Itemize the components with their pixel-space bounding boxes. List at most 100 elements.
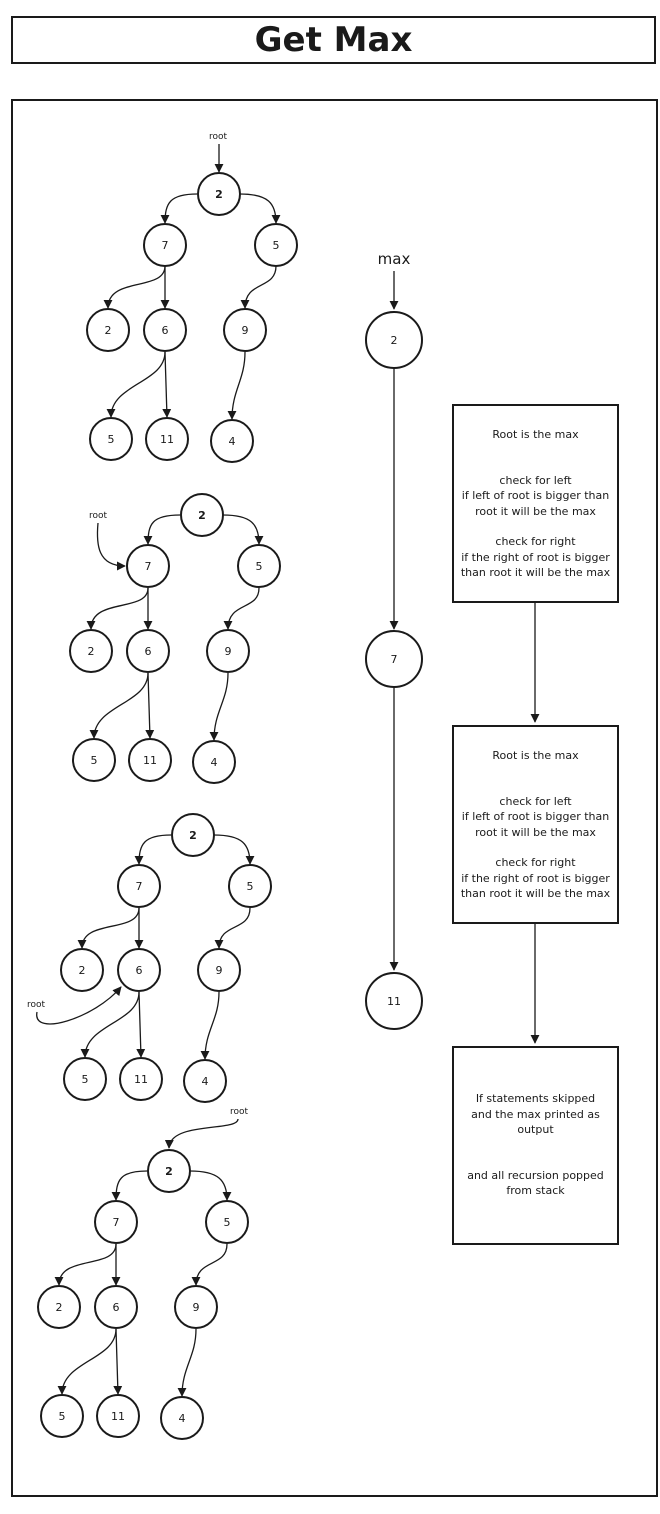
node-label: 2 — [88, 645, 95, 658]
edge — [136, 991, 146, 1058]
node-label: 11 — [134, 1073, 148, 1086]
tree-node — [117, 864, 161, 908]
node-label: 4 — [211, 756, 218, 769]
tree-node — [63, 1057, 107, 1101]
edge — [227, 351, 246, 420]
tree-node — [174, 1285, 218, 1329]
edge — [106, 351, 166, 418]
note-box-2: Root is the max check for left if left o… — [452, 725, 619, 924]
node-label: 6 — [145, 645, 152, 658]
tree-node — [86, 308, 130, 352]
note-line: if the right of root is bigger — [461, 871, 610, 885]
edge — [162, 351, 172, 418]
tree-node — [60, 948, 104, 992]
node-label: 5 — [273, 239, 280, 252]
tree-node — [197, 948, 241, 992]
edge — [240, 265, 277, 309]
note-line: check for right — [495, 856, 576, 869]
root-label: root — [230, 1107, 249, 1117]
max-label: max — [378, 250, 411, 268]
tree-4: root 2 7 5 2 6 9 5 11 4 — [37, 1107, 249, 1440]
node-label: 5 — [82, 1073, 89, 1086]
tree-node — [160, 1396, 204, 1440]
edge — [111, 1170, 148, 1201]
node-label: 9 — [193, 1301, 200, 1314]
tree-node — [223, 308, 267, 352]
edge — [77, 907, 140, 949]
tree-node — [69, 629, 113, 673]
note-line: than root it will be the max — [460, 887, 611, 900]
max-node-label: 2 — [391, 334, 398, 347]
tree-node — [205, 1200, 249, 1244]
edge — [89, 672, 149, 739]
tree-node — [117, 948, 161, 992]
tree-node — [143, 223, 187, 267]
edge — [113, 1328, 123, 1395]
edge — [160, 193, 198, 224]
node-label: 7 — [113, 1216, 120, 1229]
tree-node — [210, 419, 254, 463]
tree-node — [89, 417, 133, 461]
edge — [209, 672, 229, 741]
node-label: 2 — [215, 188, 223, 201]
root-pointer-arrow — [96, 522, 126, 571]
edge — [134, 834, 172, 865]
tree-node — [197, 172, 241, 216]
node-label: 5 — [256, 560, 263, 573]
tree-node — [180, 493, 224, 537]
edge — [200, 991, 220, 1060]
edge — [189, 1170, 232, 1201]
node-label: 6 — [162, 324, 169, 337]
page-title: Get Max — [254, 20, 413, 60]
note-line: and the max printed as — [471, 1107, 600, 1121]
node-label: 7 — [145, 560, 152, 573]
note-line: Root is the max — [492, 749, 579, 762]
node-label: 7 — [162, 239, 169, 252]
edge — [86, 587, 149, 630]
node-label: 2 — [56, 1301, 63, 1314]
tree-node — [96, 1394, 140, 1438]
tree-node — [119, 1057, 163, 1101]
tree-node — [143, 308, 187, 352]
max-node-label: 11 — [387, 995, 401, 1008]
root-label: root — [27, 1000, 46, 1010]
tree-node — [254, 223, 298, 267]
node-label: 11 — [111, 1410, 125, 1423]
root-pointer-arrow — [164, 1118, 239, 1149]
node-label: 2 — [189, 829, 197, 842]
tree-node — [237, 544, 281, 588]
max-node — [365, 311, 423, 369]
tree-3: root 2 7 5 2 6 9 5 11 4 — [27, 813, 272, 1103]
note-line: if the right of root is bigger — [461, 550, 610, 564]
node-label: 2 — [165, 1165, 173, 1178]
edge — [80, 991, 140, 1058]
edge — [145, 672, 155, 739]
edge — [239, 193, 281, 224]
note-box-3: If statements skipped and the max printe… — [452, 1046, 619, 1245]
node-label: 6 — [113, 1301, 120, 1314]
edge — [191, 1243, 228, 1286]
node-label: 11 — [143, 754, 157, 767]
note-line: if left of root is bigger than — [461, 810, 610, 823]
note-line: If statements skipped — [475, 1092, 596, 1105]
node-label: 5 — [59, 1410, 66, 1423]
node-label: 5 — [247, 880, 254, 893]
note-line: root it will be the max — [475, 825, 596, 839]
note-line: check for left — [499, 473, 572, 487]
max-node — [365, 630, 423, 688]
node-label: 5 — [91, 754, 98, 767]
edge — [54, 1243, 117, 1286]
tree-node — [228, 864, 272, 908]
note-line: and all recursion popped — [467, 1168, 604, 1182]
root-pointer-arrow — [36, 986, 122, 1025]
tree-node — [171, 813, 215, 857]
tree-1: root 2 7 5 2 6 9 5 11 4 — [86, 132, 298, 463]
node-label: 2 — [105, 324, 112, 337]
node-label: 9 — [242, 324, 249, 337]
node-label: 5 — [224, 1216, 231, 1229]
tree-node — [94, 1285, 138, 1329]
node-label: 2 — [79, 964, 86, 977]
tree-node — [206, 629, 250, 673]
edge — [57, 1328, 117, 1395]
